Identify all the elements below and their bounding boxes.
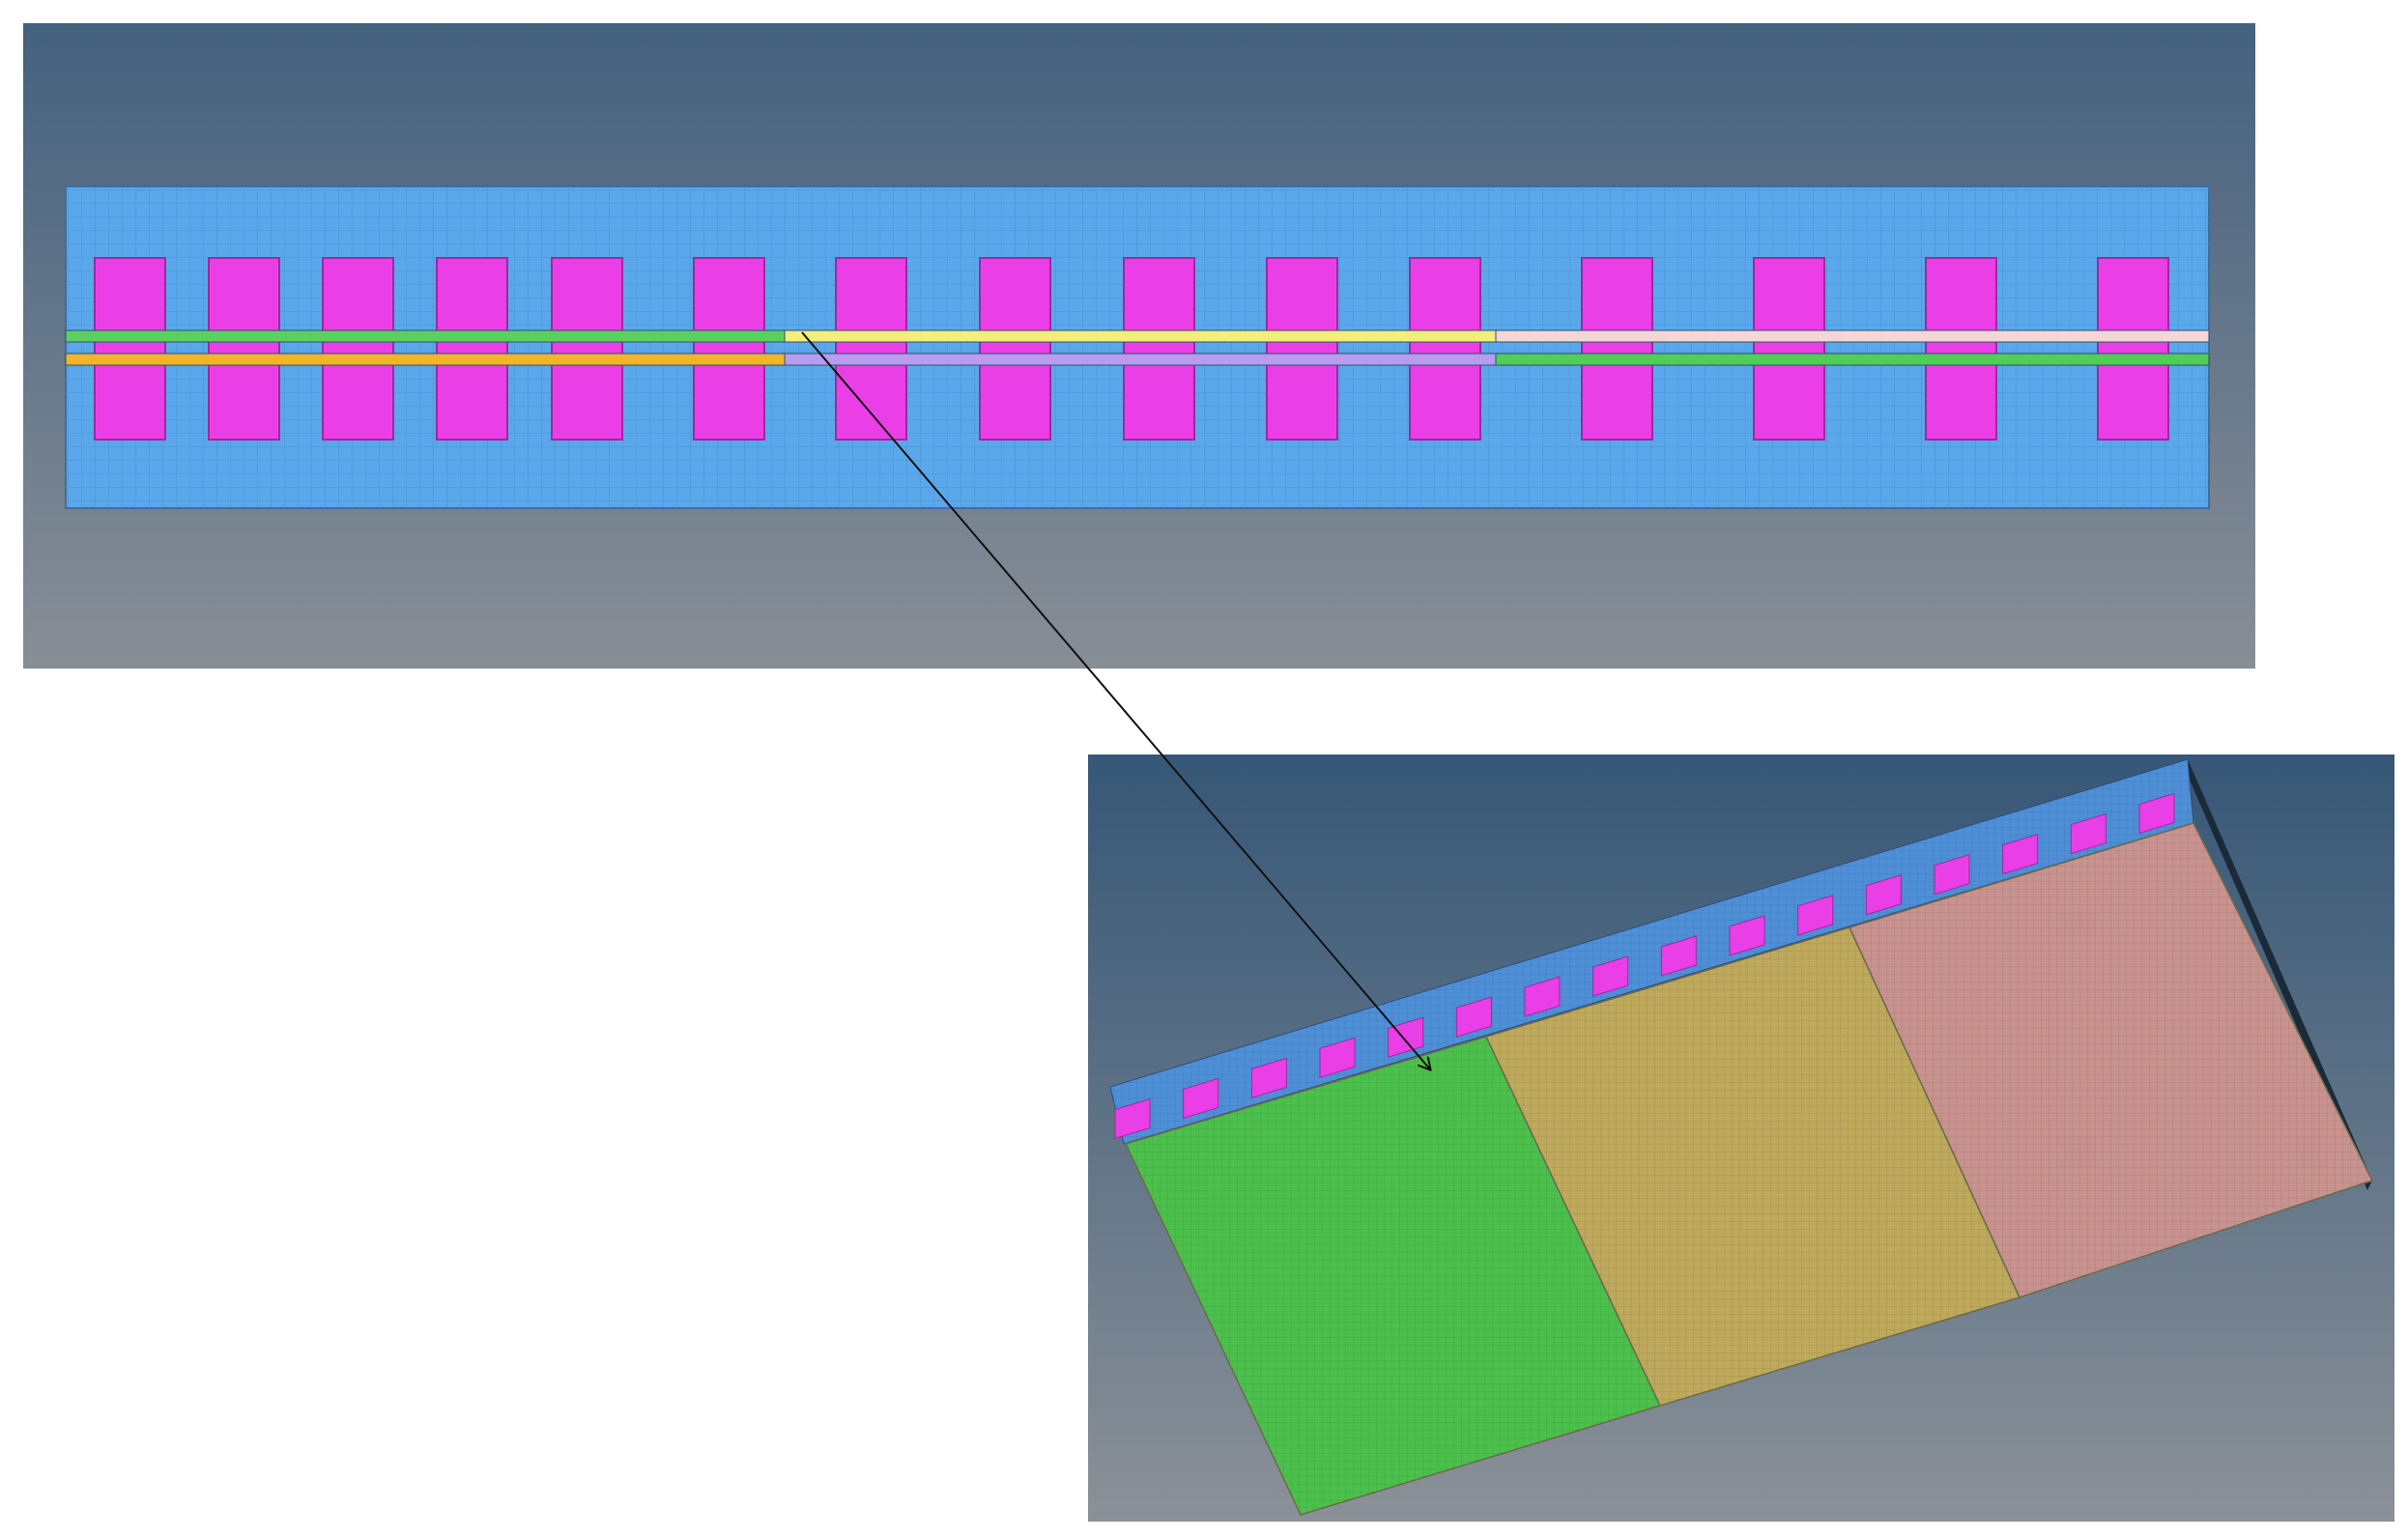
electrode-pad — [1581, 257, 1653, 441]
electrode-pad — [1925, 257, 1997, 441]
electrode-pad — [979, 257, 1051, 441]
zoom-electrode-pad — [1388, 1016, 1424, 1058]
zoom-electrode-pad — [2070, 812, 2107, 855]
electrode-pad — [94, 257, 166, 441]
zoom-electrode-pad — [1865, 874, 1902, 916]
zoom-electrode-pad — [1729, 915, 1765, 956]
electrode-pad — [208, 257, 280, 441]
electrode-pad — [693, 257, 765, 441]
zoom-electrode-pad — [1524, 976, 1561, 1017]
upper-strip-segment — [784, 329, 1497, 343]
zoom-view-panels — [1124, 822, 2374, 1516]
zoom-substrate-mesh — [1110, 759, 2193, 1144]
zoom-electrode-pad — [1319, 1037, 1356, 1078]
top-view-pads — [94, 257, 2169, 441]
electrode-pad — [551, 257, 623, 441]
electrode-pad — [2097, 257, 2169, 441]
zoom-electrode-pad — [2002, 833, 2039, 875]
top-view-panel — [23, 23, 2255, 669]
callout-arrow — [801, 331, 1430, 1069]
zoom-electrode-pad — [1660, 935, 1697, 977]
zoom-electrode-pad — [1797, 895, 1834, 936]
zoom-panel-mesh — [1126, 1037, 1660, 1515]
zoom-electrode-pad — [1183, 1077, 1219, 1120]
electrode-pad — [835, 257, 907, 441]
zoom-plate-side-face — [2186, 759, 2372, 1190]
top-view-strips — [65, 329, 2210, 366]
zoom-electrode-pad — [1592, 955, 1629, 997]
electrode-pad — [436, 257, 508, 441]
electrode-pad — [1409, 257, 1481, 441]
zoom-electrode-pad — [1250, 1057, 1287, 1099]
zoom-electrode-pad — [2138, 792, 2175, 835]
electrode-pad — [1123, 257, 1195, 441]
lower-strip-segment — [65, 353, 786, 366]
zoom-panel-mesh — [1486, 927, 2020, 1406]
upper-strip-segment — [65, 329, 786, 343]
zoom-view-panel — [1088, 755, 2394, 1522]
electrode-pad — [322, 257, 394, 441]
zoom-view-pads — [1114, 792, 2175, 1140]
electrode-pad — [1753, 257, 1825, 441]
upper-strip-segment — [1495, 329, 2210, 343]
lower-strip-segment — [1495, 353, 2210, 366]
zoom-electrode-pad — [1114, 1097, 1151, 1140]
lower-strip-segment — [784, 353, 1497, 366]
zoom-electrode-pad — [1455, 996, 1492, 1038]
zoom-panel-mesh — [1849, 823, 2372, 1297]
electrode-pad — [1266, 257, 1338, 441]
zoom-electrode-pad — [1934, 854, 1970, 896]
